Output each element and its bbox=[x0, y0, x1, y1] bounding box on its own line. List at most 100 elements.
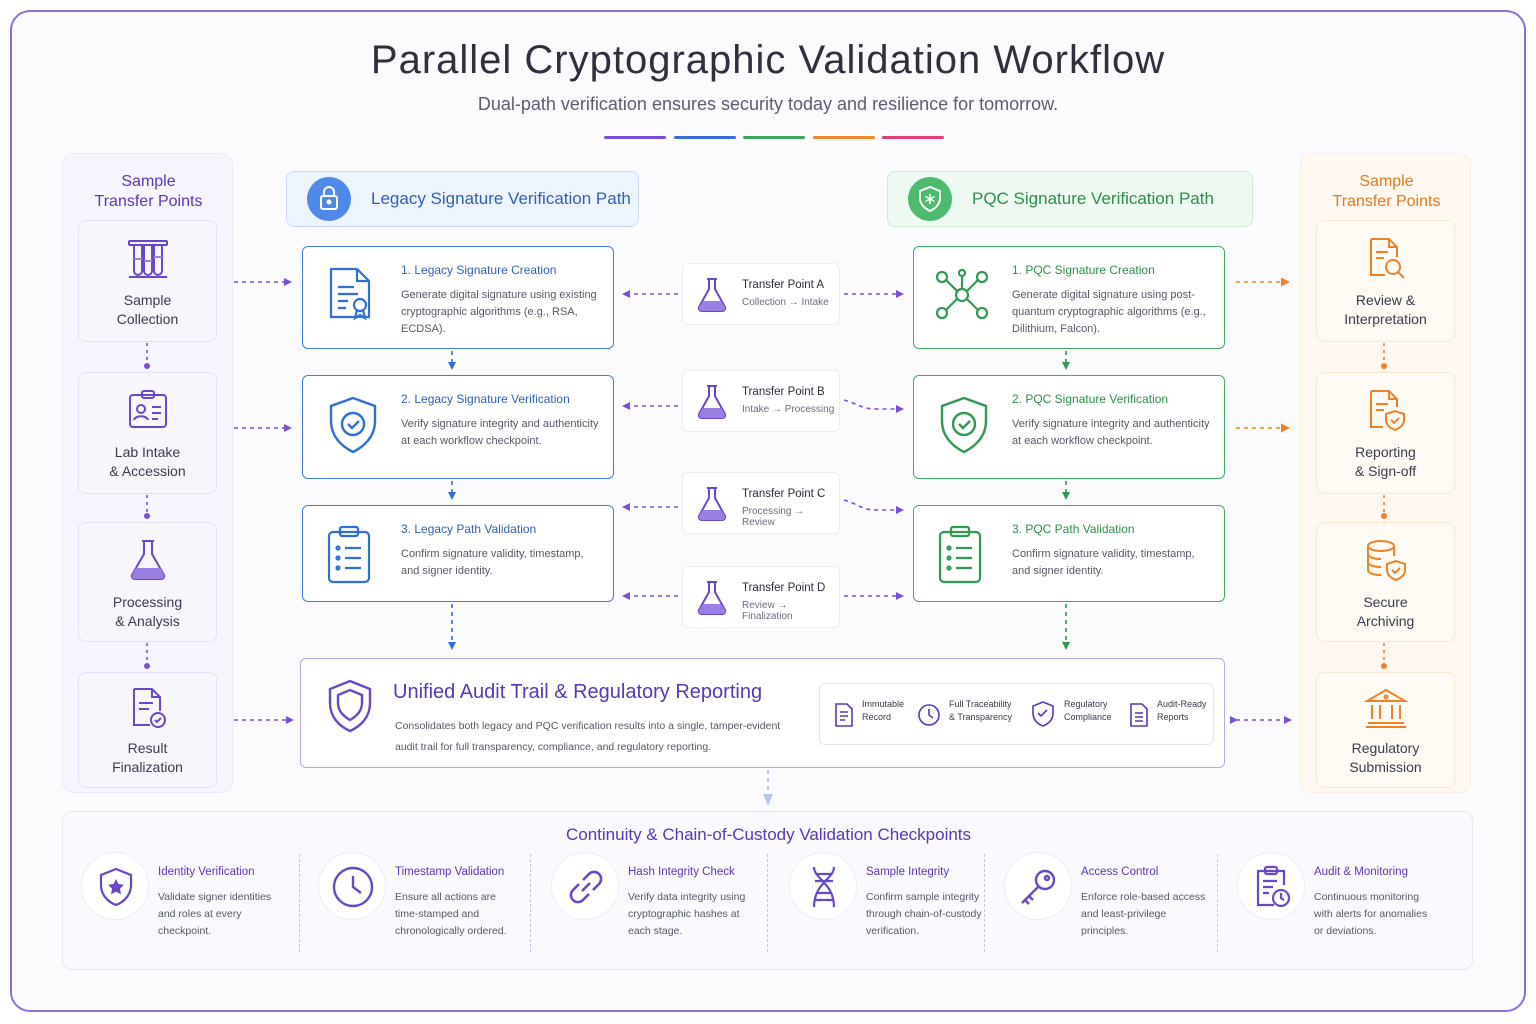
clock-icon bbox=[918, 704, 940, 726]
stage-sample-collection: Sample Collection bbox=[78, 220, 217, 342]
legacy-step-1: 1. Legacy Signature Creation Generate di… bbox=[302, 246, 614, 349]
lock-icon bbox=[307, 177, 351, 221]
transfer-point-name: Transfer Point D bbox=[742, 582, 826, 594]
dna-icon bbox=[789, 852, 857, 920]
clipboard-list-icon bbox=[938, 525, 982, 584]
clipboard-clock-icon bbox=[1237, 852, 1305, 920]
checkpoint-divider bbox=[1217, 854, 1218, 952]
stage-label: Processing & Analysis bbox=[112, 594, 183, 629]
stage-label: Secure Archiving bbox=[1356, 594, 1415, 629]
clipboard-list-icon bbox=[327, 525, 371, 584]
stage-label: Regulatory Submission bbox=[1349, 740, 1422, 775]
transfer-point-route: Collection → Intake bbox=[742, 297, 829, 308]
checkpoint-divider bbox=[530, 854, 531, 952]
stage-archiving: Secure Archiving bbox=[1316, 522, 1455, 642]
shield-outline-icon bbox=[328, 679, 372, 733]
checkpoint-desc: Verify data integrity using cryptographi… bbox=[628, 891, 746, 937]
pqc-step-desc: Generate digital signature using post-qu… bbox=[1012, 289, 1206, 335]
pqc-step-desc: Verify signature integrity and authentic… bbox=[1012, 418, 1210, 447]
audit-title: Unified Audit Trail & Regulatory Reporti… bbox=[393, 681, 763, 703]
shield-check-icon bbox=[329, 396, 377, 454]
flask-icon bbox=[697, 278, 727, 312]
audit-feature-label: Full Traceability & Transparency bbox=[949, 699, 1013, 722]
accent-bar-pink bbox=[882, 136, 944, 139]
document-seal-icon bbox=[329, 267, 371, 321]
document-search-icon bbox=[1369, 238, 1405, 279]
audit-feature-label: Immutable Record bbox=[862, 699, 905, 722]
audit-feature-label: Regulatory Compliance bbox=[1064, 699, 1112, 722]
report-icon bbox=[1130, 703, 1148, 727]
transfer-point-name: Transfer Point A bbox=[742, 279, 825, 291]
pqc-step-desc: Confirm signature validity, timestamp, a… bbox=[1012, 548, 1195, 577]
stage-label: Sample Collection bbox=[116, 292, 179, 327]
clock-icon bbox=[318, 852, 386, 920]
checkpoints-title: Continuity & Chain-of-Custody Validation… bbox=[565, 825, 972, 844]
transfer-point-name: Transfer Point C bbox=[742, 488, 826, 500]
checkpoint-name: Identity Verification bbox=[158, 866, 255, 878]
checkpoints-panel: Continuity & Chain-of-Custody Validation… bbox=[62, 811, 1473, 970]
checkpoint-desc: Ensure all actions are time-stamped and … bbox=[395, 891, 507, 937]
checkpoint-desc: Continuous monitoring with alerts for an… bbox=[1314, 891, 1428, 937]
audit-trail-box: Unified Audit Trail & Regulatory Reporti… bbox=[300, 658, 1225, 768]
stage-lab-intake: Lab Intake & Accession bbox=[78, 372, 217, 494]
id-badge-icon bbox=[128, 390, 167, 428]
flask-icon bbox=[697, 487, 727, 521]
transfer-point-b: Transfer Point B Intake → Processing bbox=[682, 370, 840, 432]
transfer-point-c: Transfer Point C Processing → Review bbox=[682, 472, 840, 534]
shield-check-icon bbox=[940, 396, 988, 454]
legacy-step-desc: Verify signature integrity and authentic… bbox=[401, 418, 599, 447]
audit-features: Immutable Record Full Traceability & Tra… bbox=[819, 683, 1214, 745]
checkpoint-name: Timestamp Validation bbox=[395, 866, 505, 878]
legacy-step-desc: Generate digital signature using existin… bbox=[401, 289, 597, 335]
pqc-path-header: PQC Signature Verification Path bbox=[887, 171, 1253, 227]
page-subtitle: Dual-path verification ensures security … bbox=[477, 94, 1059, 114]
pqc-step-title: 2. PQC Signature Verification bbox=[1012, 392, 1169, 406]
checkpoint-desc: Enforce role-based access and least-priv… bbox=[1081, 891, 1206, 937]
key-icon bbox=[1004, 852, 1072, 920]
link-icon bbox=[551, 852, 619, 920]
transfer-point-a: Transfer Point A Collection → Intake bbox=[682, 263, 840, 325]
audit-desc: Consolidates both legacy and PQC verific… bbox=[395, 720, 781, 753]
stage-result-finalization: Result Finalization bbox=[78, 672, 217, 788]
stage-regulatory: Regulatory Submission bbox=[1316, 672, 1455, 788]
accent-bars bbox=[604, 136, 944, 140]
accent-bar-orange bbox=[813, 136, 875, 139]
transfer-point-route: Intake → Processing bbox=[742, 404, 835, 415]
pqc-step-title: 1. PQC Signature Creation bbox=[1012, 263, 1155, 277]
transfer-point-route: Processing → Review bbox=[742, 506, 805, 528]
checkpoint-divider bbox=[767, 854, 768, 952]
audit-feature-label: Audit-Ready Reports bbox=[1157, 699, 1207, 722]
legacy-step-desc: Confirm signature validity, timestamp, a… bbox=[401, 548, 584, 577]
pqc-path-title: PQC Signature Verification Path bbox=[972, 189, 1214, 208]
flask-icon bbox=[697, 385, 727, 419]
shield-check-icon bbox=[1032, 701, 1054, 727]
pqc-step-3: 3. PQC Path Validation Confirm signature… bbox=[913, 505, 1225, 602]
transfer-point-route: Review → Finalization bbox=[742, 600, 793, 622]
checkpoint-name: Access Control bbox=[1081, 866, 1159, 878]
shield-star-icon bbox=[81, 852, 149, 920]
document-check-icon bbox=[132, 688, 166, 728]
legacy-step-title: 1. Legacy Signature Creation bbox=[401, 263, 557, 277]
shield-snowflake-icon bbox=[908, 177, 952, 221]
accent-bar-blue bbox=[674, 136, 736, 139]
right-column-title: Sample Transfer Points bbox=[1332, 173, 1441, 210]
legacy-step-2: 2. Legacy Signature Verification Verify … bbox=[302, 375, 614, 479]
accent-bar-green bbox=[743, 136, 805, 139]
flask-icon bbox=[130, 540, 165, 580]
stage-label: Reporting & Sign-off bbox=[1354, 444, 1417, 479]
transfer-point-name: Transfer Point B bbox=[742, 386, 825, 398]
checkpoint-name: Audit & Monitoring bbox=[1314, 866, 1408, 878]
stage-reporting: Reporting & Sign-off bbox=[1316, 372, 1455, 494]
stage-label: Lab Intake & Accession bbox=[109, 444, 186, 479]
checkpoint-desc: Validate signer identities and roles at … bbox=[158, 891, 272, 937]
page-title: Parallel Cryptographic Validation Workfl… bbox=[370, 38, 1166, 82]
pqc-step-2: 2. PQC Signature Verification Verify sig… bbox=[913, 375, 1225, 479]
legacy-path-title: Legacy Signature Verification Path bbox=[371, 189, 631, 208]
document-shield-icon bbox=[1369, 390, 1405, 432]
test-tubes-icon bbox=[127, 240, 168, 278]
database-shield-icon bbox=[1366, 540, 1406, 582]
network-nodes-icon bbox=[935, 269, 989, 320]
pqc-step-1: 1. PQC Signature Creation Generate digit… bbox=[913, 246, 1225, 349]
stage-review: Review & Interpretation bbox=[1316, 220, 1455, 342]
checkpoint-divider bbox=[984, 854, 985, 952]
